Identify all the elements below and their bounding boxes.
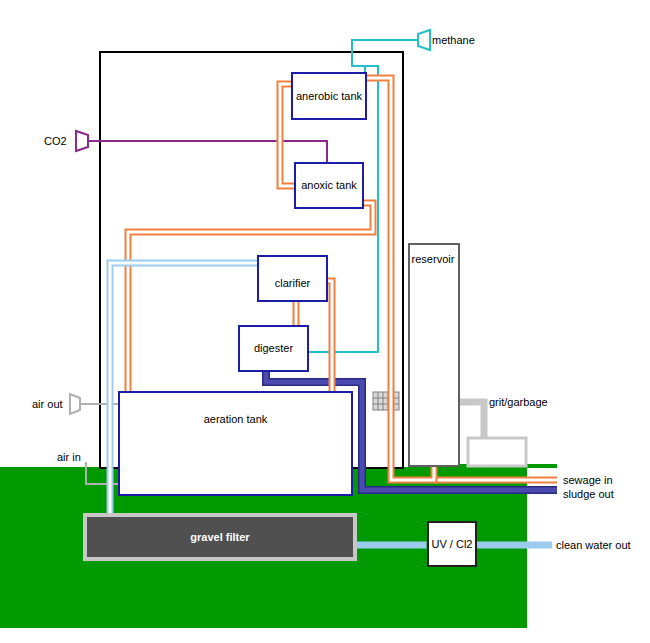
pipe-connector (128, 203, 373, 391)
node-text: digester (254, 342, 293, 354)
pipe-stroke (357, 542, 427, 549)
pipe-label: air in (57, 451, 81, 463)
sewage-pipe (434, 480, 557, 481)
node-text: anerobic tank (296, 90, 362, 102)
pipe-connector (328, 281, 332, 391)
node-text: aeration tank (204, 413, 268, 425)
node-text: anoxic tank (301, 179, 357, 191)
pipe-stroke (328, 281, 332, 391)
clean-water-pipe (475, 542, 552, 549)
methane-outlet (418, 30, 430, 50)
tank-box: aeration tank (118, 391, 353, 496)
node-text: reservoir (412, 253, 455, 265)
tank-box: digester (238, 325, 309, 372)
co2-outlet (76, 131, 88, 151)
node-text: UV / Cl2 (432, 538, 473, 550)
pipe-label: air out (32, 398, 63, 410)
grit-pipe (460, 402, 484, 440)
node-text: clarifier (275, 277, 310, 289)
pipe-connector (357, 545, 427, 546)
pipe-stroke (128, 203, 373, 391)
gravel-box: gravel filter (83, 513, 357, 561)
tank-box: anerobic tank (291, 72, 367, 120)
uv-box: UV / Cl2 (427, 521, 478, 567)
bar-screen (373, 392, 399, 410)
grit-bin (468, 438, 526, 466)
co2-line (88, 141, 327, 162)
pipe-label: CO2 (44, 135, 67, 147)
pipe-label: grit/garbage (489, 396, 548, 408)
pipe-stroke (293, 302, 300, 325)
node-text: gravel filter (190, 531, 249, 543)
pipe-stroke (128, 203, 373, 391)
res-box: reservoir (408, 243, 461, 467)
pipe-label: methane (432, 34, 475, 46)
pipe-connector (296, 302, 297, 325)
tank-box: anoxic tank (294, 162, 364, 209)
pipe-stroke (295, 302, 298, 325)
pipe-label: sludge out (563, 488, 614, 500)
pipe-label: clean water out (556, 539, 631, 551)
tank-box: clarifier (257, 255, 328, 302)
pipe-stroke (328, 281, 332, 391)
pipe-label: sewage in (563, 474, 613, 486)
air-out-vent (70, 394, 80, 414)
